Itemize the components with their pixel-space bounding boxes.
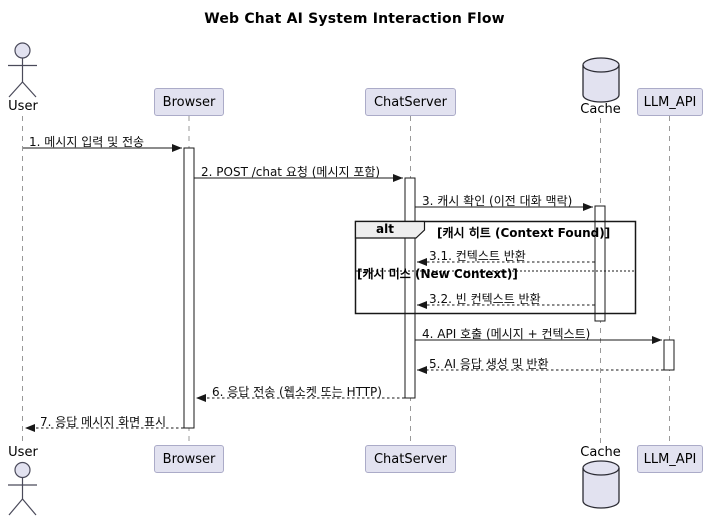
message-label-7: 7. 응답 메시지 화면 표시 — [40, 415, 167, 429]
participant-browser-label-top: Browser — [162, 94, 216, 110]
alt-keyword: alt — [376, 222, 394, 236]
activation-llm-api — [663, 339, 675, 371]
message-label-1: 1. 메시지 입력 및 전송 — [29, 135, 145, 149]
participant-chatserver-label-top: ChatServer — [373, 94, 447, 110]
message-label-3-1: 3.1. 컨텍스트 반환 — [429, 249, 526, 263]
participant-llm-api-bottom: LLM_API — [637, 445, 703, 473]
message-label-4: 4. API 호출 (메시지 + 컨텍스트) — [422, 327, 591, 341]
alt-frame — [354, 220, 637, 315]
participant-user-label-top: User — [8, 99, 38, 114]
message-label-3: 3. 캐시 확인 (이전 대화 맥락) — [422, 194, 573, 208]
diagram-title: Web Chat AI System Interaction Flow — [204, 11, 505, 27]
participant-cache-label-bottom: Cache — [580, 445, 621, 460]
participant-llm-api-label-bottom: LLM_API — [643, 451, 697, 467]
user-actor-icon-bottom — [8, 461, 37, 516]
cache-database-icon-bottom — [582, 460, 620, 509]
participant-browser-bottom: Browser — [154, 445, 224, 473]
message-label-2: 2. POST /chat 요청 (메시지 포함) — [201, 165, 381, 179]
alt-frame-label-pentagon — [354, 220, 426, 239]
message-label-6: 6. 응답 전송 (웹소켓 또는 HTTP) — [212, 385, 382, 399]
participant-browser-top: Browser — [154, 88, 224, 116]
activation-cache — [594, 205, 606, 322]
participant-llm-api-label-top: LLM_API — [643, 94, 697, 110]
cache-database-icon-top — [582, 57, 620, 103]
participant-llm-api-top: LLM_API — [637, 88, 703, 116]
user-actor-icon-top — [8, 42, 37, 98]
activation-chatserver — [404, 177, 416, 399]
participant-browser-label-bottom: Browser — [162, 451, 216, 467]
participant-chatserver-bottom: ChatServer — [365, 445, 456, 473]
participant-chatserver-label-bottom: ChatServer — [373, 451, 447, 467]
alt-guard-cache-hit: [캐시 히트 (Context Found)] — [437, 226, 611, 240]
activation-browser — [183, 147, 195, 429]
participant-cache-label-top: Cache — [580, 102, 621, 117]
participant-chatserver-top: ChatServer — [365, 88, 456, 116]
message-label-5: 5. AI 응답 생성 및 반환 — [429, 357, 549, 371]
participant-user-label-bottom: User — [8, 445, 38, 460]
alt-guard-cache-miss: [캐시 미스 (New Context)] — [357, 267, 518, 281]
message-label-3-2: 3.2. 빈 컨텍스트 반환 — [429, 292, 541, 306]
